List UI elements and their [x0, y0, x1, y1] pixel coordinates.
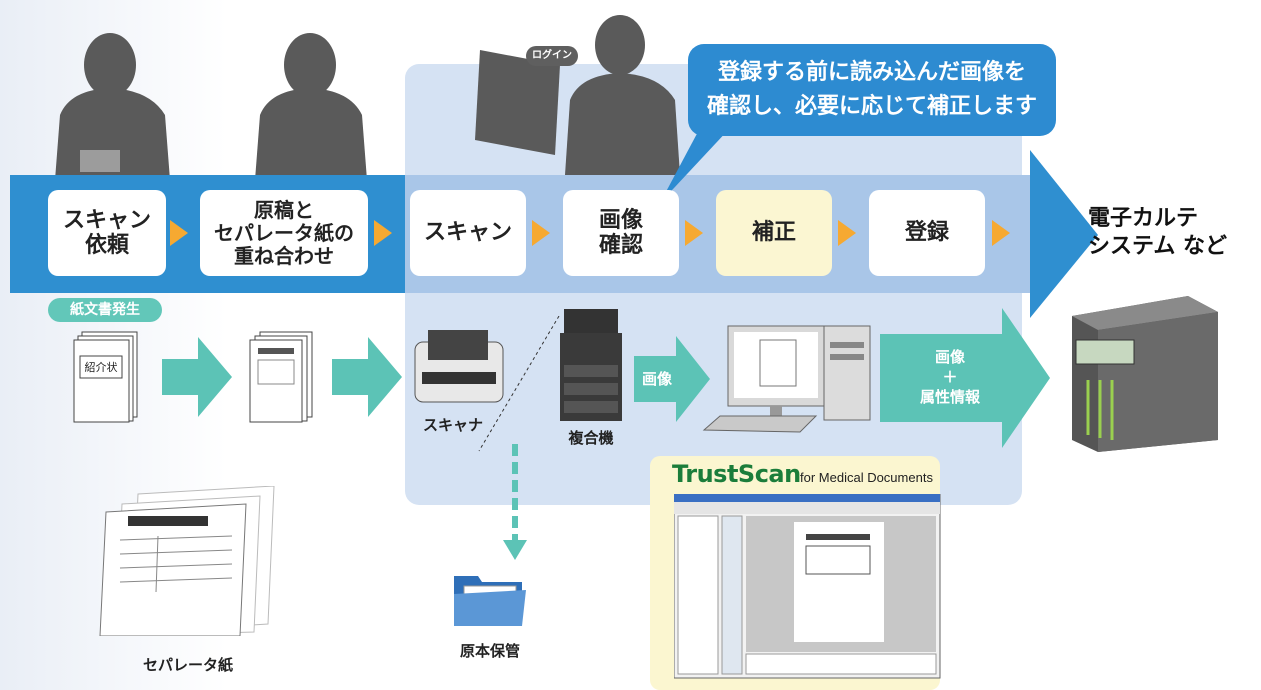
image-arrow-label: 画像	[641, 370, 672, 388]
trustscan-screenshot	[674, 494, 941, 679]
transfer-arrow	[880, 308, 1050, 448]
transfer-arrow-label: 画像 ＋ 属性情報	[919, 348, 980, 406]
trustscan-logo: TrustScan	[672, 460, 801, 488]
scanner-label: スキャナ	[422, 416, 483, 434]
badge-paper-origin: 紙文書発生	[48, 298, 162, 322]
pc-icon	[702, 325, 871, 433]
collated-stack-icon	[249, 331, 313, 423]
dotted-separator-line	[478, 316, 560, 452]
login-bubble: ログイン	[526, 46, 578, 66]
step-arrow-icon	[374, 220, 392, 246]
storage-label: 原本保管	[459, 642, 520, 660]
operator-silhouette	[475, 15, 680, 175]
step-collate: 原稿と セパレータ紙の 重ね合わせ	[200, 190, 368, 276]
scanner-icon	[414, 330, 504, 403]
server-icon	[1072, 296, 1218, 452]
separator-sheet-icon	[99, 486, 275, 636]
callout-pointer	[660, 128, 730, 203]
mfp-icon	[560, 309, 622, 421]
step-correction: 補正	[716, 190, 832, 276]
step-arrow-icon	[992, 220, 1010, 246]
folder-icon	[454, 576, 526, 626]
step-arrow-icon	[838, 220, 856, 246]
destination-label: 電子カルテ システム など	[1088, 206, 1227, 259]
flow-arrow-head	[1030, 150, 1098, 318]
step-arrow-icon	[685, 220, 703, 246]
step-arrow-icon	[170, 220, 188, 246]
separator-label: セパレータ紙	[142, 656, 233, 674]
document-label: 紹介状	[84, 361, 118, 374]
document-stack-icon	[73, 331, 138, 423]
person-silhouettes	[55, 33, 367, 180]
dashed-down-arrow	[503, 444, 527, 560]
trustscan-subtitle: for Medical Documents	[800, 470, 933, 485]
image-arrow	[634, 336, 710, 422]
step-register: 登録	[869, 190, 985, 276]
teal-arrow-icon	[332, 337, 402, 417]
callout-bubble: 登録する前に読み込んだ画像を 確認し、必要に応じて補正します	[688, 44, 1056, 136]
step-arrow-icon	[532, 220, 550, 246]
step-image-check: 画像 確認	[563, 190, 679, 276]
mfp-label: 複合機	[568, 429, 614, 447]
step-scan: スキャン	[410, 190, 526, 276]
teal-arrow-icon	[162, 337, 232, 417]
step-scan-request: スキャン 依頼	[48, 190, 166, 276]
